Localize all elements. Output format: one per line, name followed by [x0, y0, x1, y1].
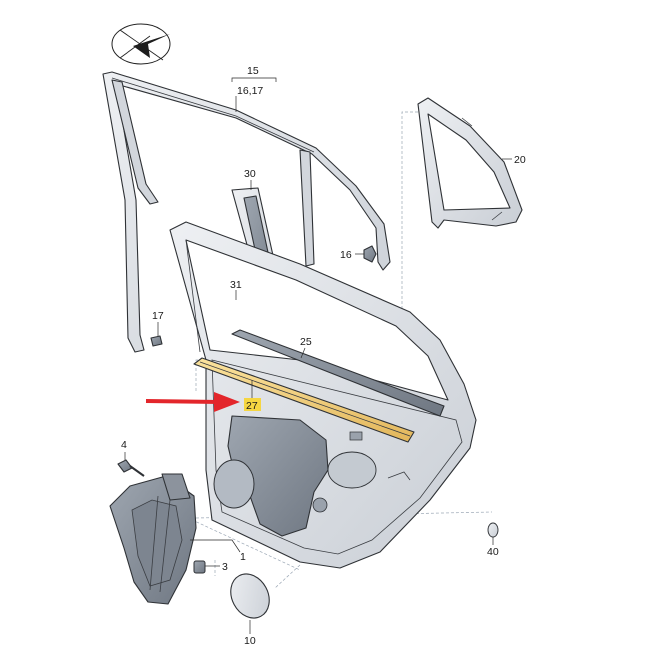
- callout-16: 16: [340, 249, 352, 261]
- plug-40: [487, 522, 499, 538]
- callout-27-highlight: [244, 398, 261, 411]
- outer-window-seal: [231, 329, 445, 417]
- door-panel: [169, 221, 477, 569]
- callout-labels: 15 16,17 16 17 20 30 31 25 27 4 1 3 10 4…: [121, 65, 526, 647]
- direction-arrow-icon: [111, 23, 171, 65]
- callout-15: 15: [247, 65, 259, 77]
- callout-4: 4: [121, 439, 127, 451]
- callout-25: 25: [300, 336, 312, 348]
- nut-3: [193, 560, 206, 574]
- callout-31: 31: [230, 279, 242, 291]
- window-regulator: [109, 473, 197, 605]
- quarter-window-frame: [417, 97, 523, 229]
- inner-seal-strip-highlighted: [193, 357, 415, 443]
- callout-1: 1: [240, 551, 246, 563]
- callout-20: 20: [514, 154, 526, 166]
- callout-40: 40: [487, 546, 499, 558]
- screw-4: [117, 459, 145, 477]
- callout-10: 10: [244, 635, 256, 647]
- callout-30: 30: [244, 168, 256, 180]
- cover-cap-10: [230, 573, 270, 619]
- callout-16-17: 16,17: [237, 85, 263, 97]
- callout-17: 17: [152, 310, 164, 322]
- callout-3: 3: [222, 561, 228, 573]
- leader-lines: [124, 77, 512, 634]
- clip-16: [363, 245, 377, 263]
- window-frame-seal: [102, 71, 391, 353]
- callout-27: 27: [246, 400, 258, 412]
- red-pointer-arrow: [145, 392, 240, 412]
- clip-17: [150, 335, 163, 347]
